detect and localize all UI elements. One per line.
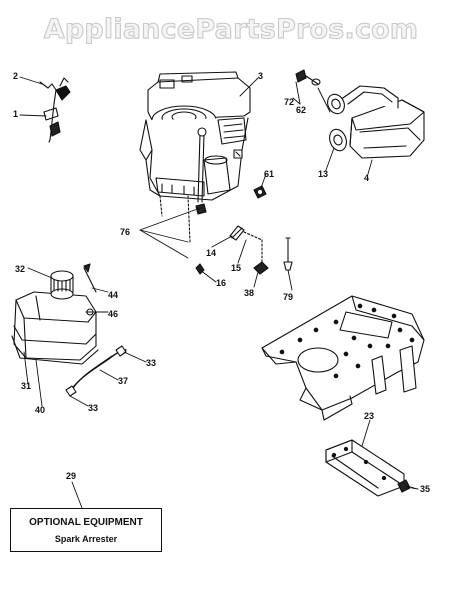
fuel-tank	[12, 292, 98, 364]
callout-15: 15	[231, 263, 242, 273]
callout-31: 31	[21, 381, 32, 391]
callout-79: 79	[283, 292, 294, 302]
callout-38: 38	[244, 288, 255, 298]
screw-35	[398, 480, 414, 492]
callout-76: 76	[120, 227, 131, 237]
callout-61: 61	[264, 169, 275, 179]
fuel-line	[66, 346, 126, 396]
callout-37: 37	[118, 376, 129, 386]
callout-1: 1	[13, 109, 19, 119]
callout-23: 23	[364, 411, 375, 421]
optional-equipment-box: OPTIONAL EQUIPMENT Spark Arrester	[10, 508, 162, 552]
optional-equipment-item: Spark Arrester	[54, 534, 118, 544]
muffler-screws	[296, 70, 320, 85]
callout-29: 29	[66, 471, 77, 481]
muffler	[325, 86, 424, 158]
fasteners	[196, 226, 292, 274]
callout-46: 46	[108, 309, 119, 319]
optional-equipment-title: OPTIONAL EQUIPMENT	[29, 517, 143, 528]
spark-arrester	[326, 440, 404, 496]
exhaust-gasket	[327, 127, 350, 153]
callout-40: 40	[35, 405, 46, 415]
leader-lines	[20, 77, 418, 508]
callout-44: 44	[108, 290, 119, 300]
fuel-cap	[51, 271, 73, 299]
site-watermark: AppliancePartsPros.com	[43, 13, 419, 45]
callout-72: 72	[284, 97, 295, 107]
callout-14: 14	[206, 248, 217, 258]
callout-13: 13	[318, 169, 329, 179]
callout-32: 32	[15, 264, 26, 274]
fuel-fittings	[84, 264, 96, 315]
callout-33-top: 33	[146, 358, 157, 368]
callout-33-bottom: 33	[88, 403, 99, 413]
callout-62: 62	[296, 105, 307, 115]
callout-16: 16	[216, 278, 227, 288]
engine	[140, 72, 250, 242]
bolt-61	[254, 186, 266, 198]
engine-mount-plate	[262, 296, 424, 420]
callout-3: 3	[258, 71, 264, 81]
throttle-control	[40, 78, 70, 142]
callout-2: 2	[13, 71, 19, 81]
callout-4: 4	[364, 173, 370, 183]
callout-35: 35	[420, 484, 431, 494]
